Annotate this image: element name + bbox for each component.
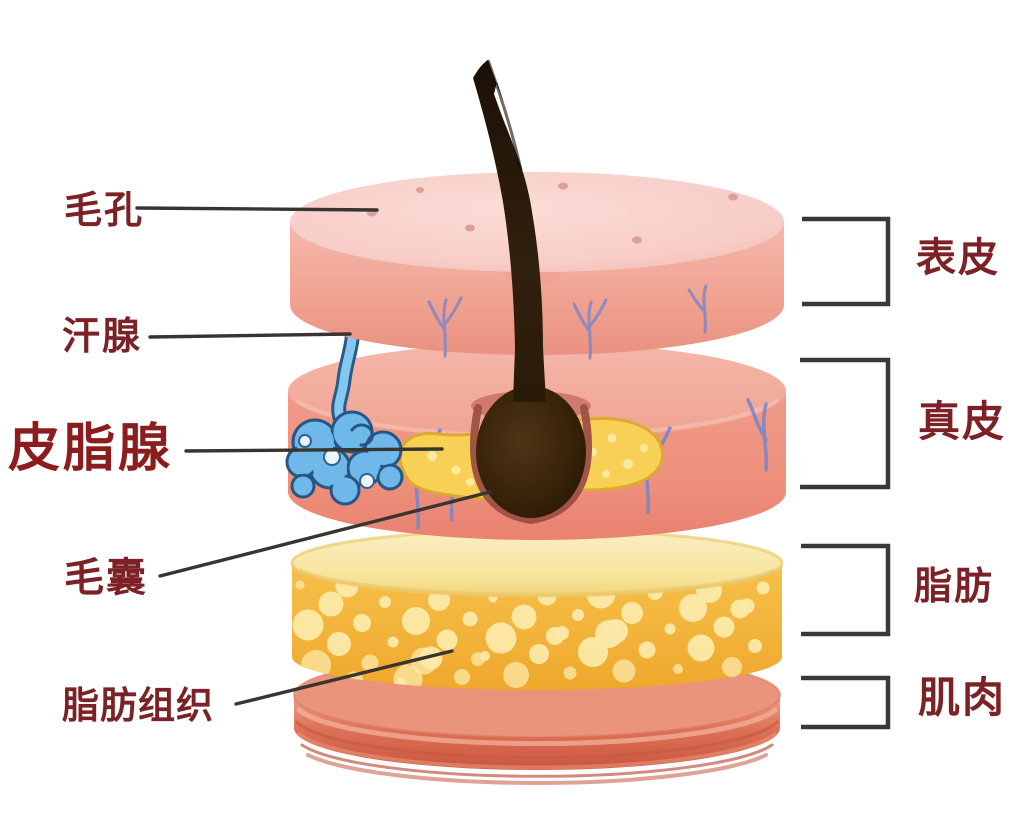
label-fat: 脂肪 — [914, 566, 995, 608]
label-epidermis: 表皮 — [916, 235, 1000, 280]
label-dermis: 真皮 — [918, 400, 1007, 446]
fat-layer — [290, 528, 784, 690]
label-adipose-tissue: 脂肪组织 — [62, 686, 214, 727]
label-hair-follicle: 毛囊 — [64, 555, 148, 600]
callout-line-pore — [135, 206, 379, 212]
sweat-gland-dots — [298, 434, 375, 489]
layer-brackets — [800, 216, 891, 730]
hair-follicle-bulb — [469, 386, 593, 525]
bracket-fat — [801, 543, 891, 637]
label-muscle: 肌肉 — [918, 676, 1007, 722]
fat-cell-bubbles — [292, 574, 770, 690]
muscle-striations — [295, 707, 779, 785]
sweat-gland-shape — [285, 248, 404, 506]
label-pore: 毛孔 — [64, 190, 145, 232]
epidermis-blood-vessels — [427, 284, 708, 360]
callout-line-adipose-tissue — [234, 649, 454, 706]
callout-line-sweat-gland — [148, 332, 352, 339]
callout-lines — [135, 206, 492, 706]
callout-line-sebaceous-gland — [184, 447, 444, 453]
label-sebaceous-gland: 皮脂腺 — [8, 421, 174, 478]
bracket-muscle — [801, 675, 891, 730]
bracket-dermis — [800, 357, 891, 490]
callout-line-hair-follicle — [158, 490, 492, 578]
label-sweat-gland: 汗腺 — [62, 316, 143, 358]
hair-shaft — [473, 59, 546, 402]
bracket-epidermis — [802, 216, 891, 307]
